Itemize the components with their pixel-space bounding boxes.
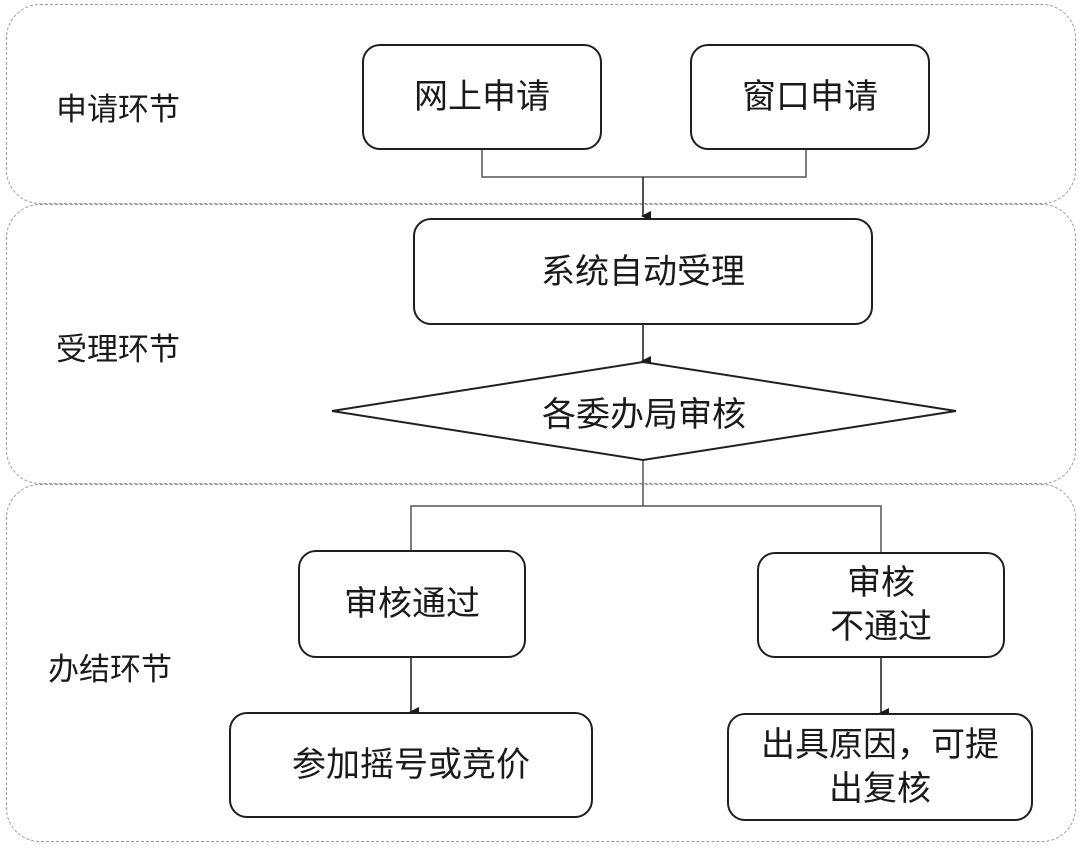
lane-label-finish: 办结环节 [48, 652, 172, 688]
connector-window-merge [643, 150, 807, 178]
node-pass-label: 审核通过 [344, 584, 480, 624]
connector-online-merge [481, 150, 643, 178]
node-pass: 审核通过 [298, 550, 526, 658]
lane-label-accept: 受理环节 [56, 332, 180, 368]
connector-to-pass [410, 505, 643, 550]
node-reject-label-line1: 审核 [847, 563, 915, 603]
node-reject: 审核 不通过 [757, 552, 1005, 658]
node-reason: 出具原因，可提 出复核 [727, 713, 1033, 821]
node-review-label: 各委办局审核 [542, 394, 746, 435]
node-online-apply: 网上申请 [362, 44, 602, 150]
node-lottery: 参加摇号或竞价 [229, 712, 593, 818]
node-window-apply-label: 窗口申请 [742, 77, 878, 117]
node-auto-accept-label: 系统自动受理 [541, 251, 745, 292]
connector-to-reject [643, 505, 882, 552]
review-diamond [331, 360, 957, 462]
node-reason-label-line1: 出具原因，可提 [761, 725, 999, 765]
node-online-apply-label: 网上申请 [414, 77, 550, 117]
node-reject-label-line2: 不通过 [830, 607, 932, 647]
node-window-apply: 窗口申请 [690, 44, 930, 150]
node-lottery-label: 参加摇号或竞价 [292, 745, 530, 785]
node-reason-label-line2: 出复核 [829, 769, 931, 809]
lane-label-apply: 申请环节 [56, 92, 180, 128]
node-auto-accept: 系统自动受理 [413, 218, 873, 325]
